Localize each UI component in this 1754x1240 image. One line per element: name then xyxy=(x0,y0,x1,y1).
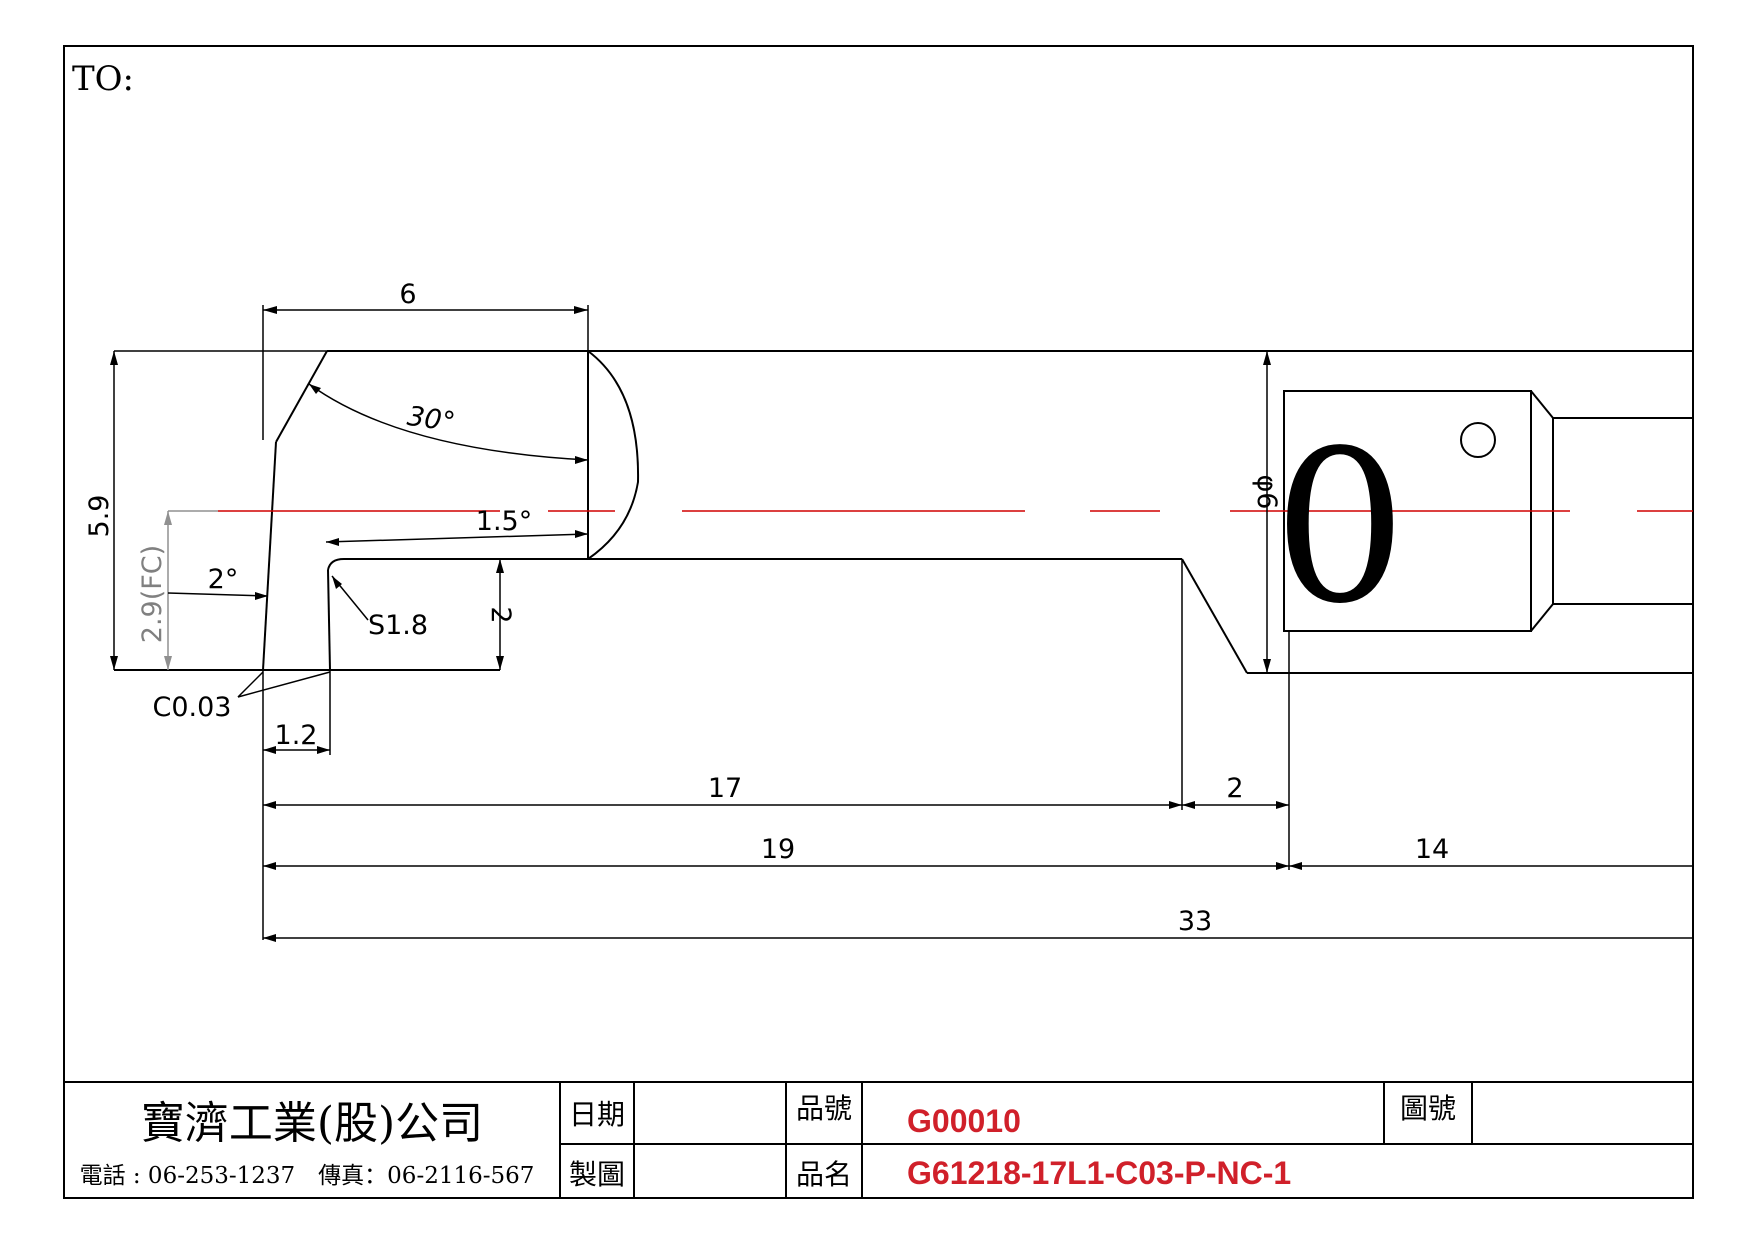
drawn-by-label: 製圖 xyxy=(569,1158,625,1191)
sheet-border xyxy=(63,45,1694,1199)
title-block xyxy=(64,1081,1693,1198)
dim-length-14: 14 xyxy=(1415,834,1449,865)
dim-width-6: 6 xyxy=(399,279,416,310)
company-contact: 電話 : 06-253-1237 傳真：06-2116-567 xyxy=(80,1163,535,1189)
dim-length-2: 2 xyxy=(1226,773,1243,804)
company-name: 寶濟工業(股)公司 xyxy=(141,1098,483,1149)
part-number-label: 品號 xyxy=(796,1092,852,1125)
dim-diameter-6: φ6 xyxy=(1251,475,1282,510)
dim-height-2-9-fc: 2.9(FC) xyxy=(137,545,168,643)
date-label: 日期 xyxy=(569,1098,625,1131)
drawing-number-label: 圖號 xyxy=(1400,1092,1456,1125)
angle-stamp-text: 0 xyxy=(1273,405,1407,650)
dim-length-17: 17 xyxy=(708,773,742,804)
dim-width-1-2: 1.2 xyxy=(275,720,318,751)
dim-length-19: 19 xyxy=(761,834,795,865)
dim-height-5-9: 5.9 xyxy=(84,495,115,538)
part-number-value: G00010 xyxy=(907,1103,1021,1139)
dim-angle-1-5: 1.5° xyxy=(476,506,532,537)
dim-length-33: 33 xyxy=(1178,906,1212,937)
dim-radius-s1-8: S1.8 xyxy=(368,610,428,641)
dimension-lines xyxy=(110,305,1693,942)
part-name-label: 品名 xyxy=(796,1158,852,1191)
dim-chamfer-c0-03: C0.03 xyxy=(153,692,232,723)
degree-circle-icon xyxy=(1460,422,1496,458)
dim-angle-30: 30° xyxy=(405,401,457,438)
to-label: TO: xyxy=(72,59,134,99)
part-name-value: G61218-17L1-C03-P-NC-1 xyxy=(907,1155,1291,1191)
part-outline xyxy=(114,350,1693,674)
dim-angle-2: 2° xyxy=(208,564,239,595)
dim-height-2: 2 xyxy=(485,606,516,623)
